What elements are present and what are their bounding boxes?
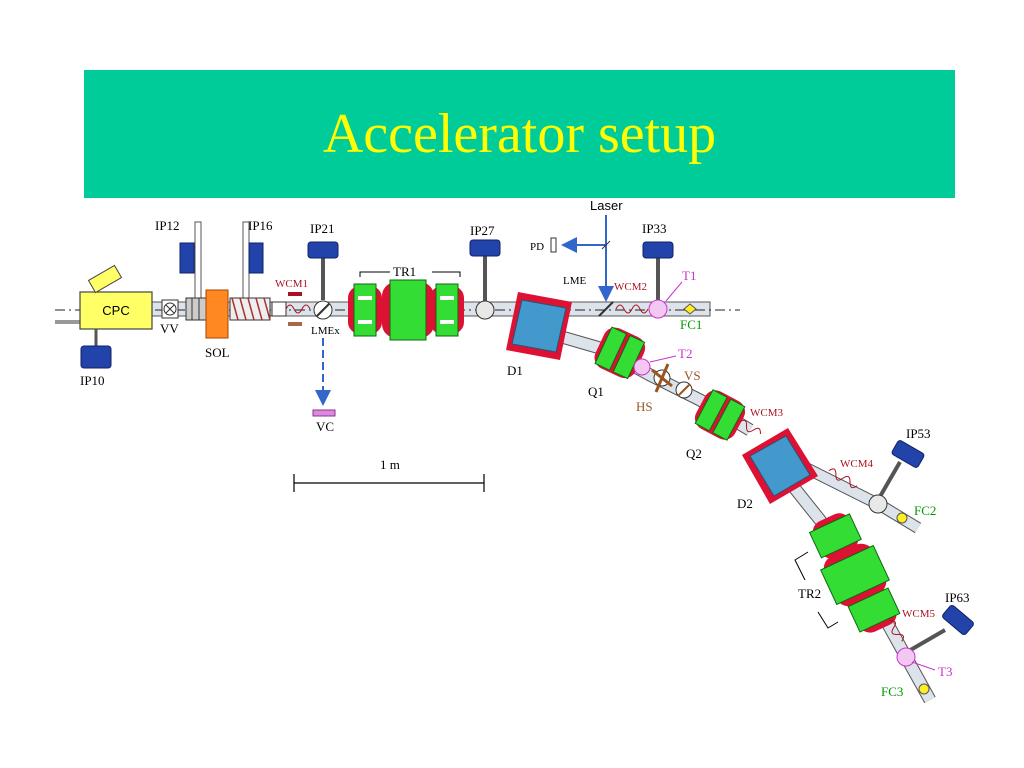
ip12-label: IP12 — [155, 218, 180, 233]
t3-label: T3 — [938, 664, 952, 679]
d2-label: D2 — [737, 496, 753, 511]
scale-label: 1 m — [380, 457, 400, 472]
flanges — [185, 297, 207, 321]
cpc-source: CPC — [79, 264, 153, 330]
sol-solenoid: SOL — [205, 289, 230, 360]
cpc-label: CPC — [102, 303, 129, 318]
tr2-triplet: TR2 — [794, 513, 901, 633]
q2-doublet: Q2 — [686, 389, 746, 461]
bellows — [229, 297, 287, 321]
laser-label: Laser — [590, 198, 623, 213]
wcm1-label: WCM1 — [275, 278, 308, 290]
lmex-mirror: LMEx — [311, 300, 340, 337]
wcm3: WCM3 — [739, 407, 784, 435]
ip63-label: IP63 — [945, 590, 970, 605]
ip21-pump: IP21 — [307, 221, 339, 300]
ip53-label: IP53 — [906, 426, 931, 441]
vv-valve: VV — [160, 299, 179, 336]
fc2-cup: FC2 — [896, 503, 936, 524]
tr1-triplet: TR1 — [348, 264, 464, 341]
vc-label: VC — [316, 419, 334, 434]
ip21-label: IP21 — [310, 221, 335, 236]
tr2-label: TR2 — [798, 586, 821, 601]
vc-camera: VC — [312, 338, 336, 434]
t2-label: T2 — [678, 346, 692, 361]
lme-label: LME — [563, 275, 587, 287]
ip53-pump: IP53 — [868, 426, 931, 514]
sol-label: SOL — [205, 345, 230, 360]
page-title: Accelerator setup — [322, 103, 717, 165]
fc3-cup: FC3 — [881, 683, 930, 699]
vs-label: VS — [684, 368, 701, 383]
d1-dipole: D1 — [506, 292, 572, 378]
ip10-label: IP10 — [80, 373, 105, 388]
t2-target: T2 — [633, 346, 692, 376]
ip63-pump: IP63 — [905, 590, 974, 654]
wcm2-label: WCM2 — [614, 281, 647, 293]
d2-dipole: D2 — [737, 428, 818, 511]
fc1-cup: FC1 — [680, 303, 702, 332]
q1-doublet: Q1 — [588, 326, 646, 399]
wcm5: WCM5 — [889, 608, 936, 642]
wcm2: WCM2 — [614, 281, 649, 314]
fc3-label: FC3 — [881, 684, 903, 699]
pd-label: PD — [530, 241, 544, 253]
d1-label: D1 — [507, 363, 523, 378]
wcm4: WCM4 — [828, 458, 874, 489]
ip16-pump: IP16 — [242, 218, 273, 301]
laser-path: Laser PD LME — [530, 198, 623, 317]
vv-label: VV — [160, 321, 179, 336]
wcm5-label: WCM5 — [902, 608, 936, 620]
hs-label: HS — [636, 399, 653, 414]
hs-slit: HS — [636, 363, 673, 414]
wcm3-label: WCM3 — [750, 407, 784, 419]
ip27-pump: IP27 — [469, 223, 501, 320]
ip10-pump: IP10 — [80, 329, 112, 388]
tr1-label: TR1 — [393, 264, 416, 279]
vs-slit: VS — [675, 368, 701, 399]
ip27-label: IP27 — [470, 223, 495, 238]
ip16-label: IP16 — [248, 218, 273, 233]
ip33-label: IP33 — [642, 221, 667, 236]
ip12-pump: IP12 — [155, 218, 202, 301]
t1-target: T1 — [648, 268, 696, 319]
title-banner: Accelerator setup — [84, 70, 955, 198]
fc2-label: FC2 — [914, 503, 936, 518]
q1-label: Q1 — [588, 384, 604, 399]
q2-label: Q2 — [686, 446, 702, 461]
wcm1: WCM1 — [275, 278, 311, 326]
scale-bar: 1 m — [293, 457, 485, 492]
wcm4-label: WCM4 — [840, 458, 874, 470]
ip33-pump: IP33 — [642, 221, 674, 300]
lmex-label: LMEx — [311, 325, 340, 337]
t1-label: T1 — [682, 268, 696, 283]
fc1-label: FC1 — [680, 317, 702, 332]
t3-target: T3 — [896, 647, 952, 679]
